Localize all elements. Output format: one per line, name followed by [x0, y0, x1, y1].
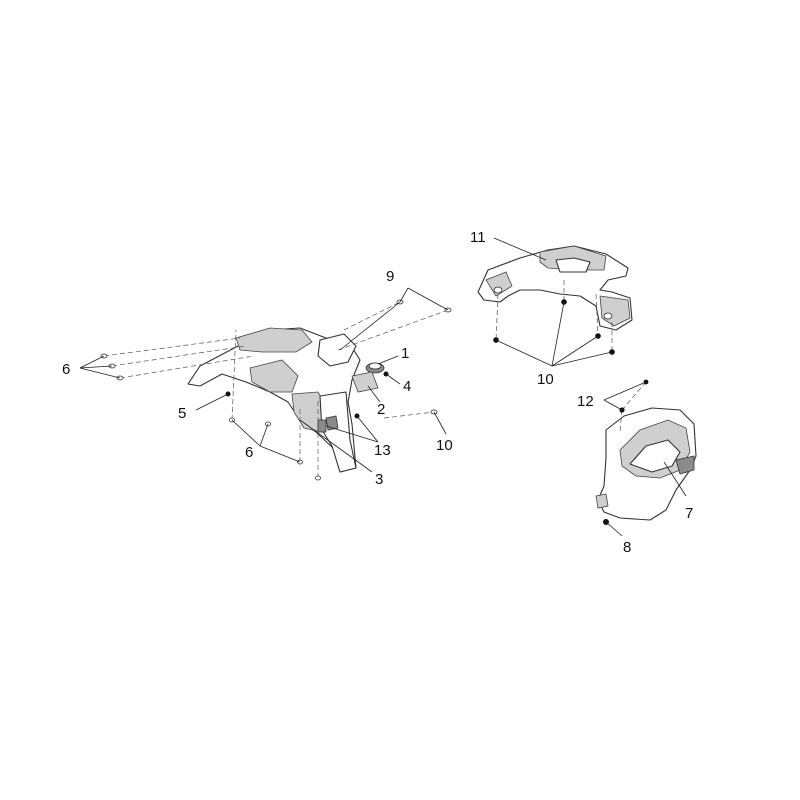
callout-12: 12 [577, 393, 594, 410]
inner-mudguard [595, 379, 697, 525]
callout-labels: 6 5 6 9 1 4 2 13 3 10 11 10 12 7 8 [62, 229, 693, 556]
callout-5: 5 [178, 405, 186, 422]
callout-6-left: 6 [62, 361, 70, 378]
callout-7: 7 [685, 505, 693, 522]
callout-6-bottom: 6 [245, 444, 253, 461]
callout-8: 8 [623, 539, 631, 556]
rear-carrier-bracket [477, 245, 633, 355]
callout-9: 9 [386, 268, 394, 285]
callout-1: 1 [401, 345, 409, 362]
leader-lines [79, 237, 687, 537]
callout-10-left: 10 [436, 437, 453, 454]
callout-11: 11 [470, 229, 486, 246]
callout-2: 2 [377, 401, 385, 418]
callout-4: 4 [403, 378, 411, 395]
rear-fender-assembly [100, 299, 452, 481]
callout-10-right: 10 [537, 371, 554, 388]
callout-13: 13 [374, 442, 391, 459]
callout-3: 3 [375, 471, 383, 488]
